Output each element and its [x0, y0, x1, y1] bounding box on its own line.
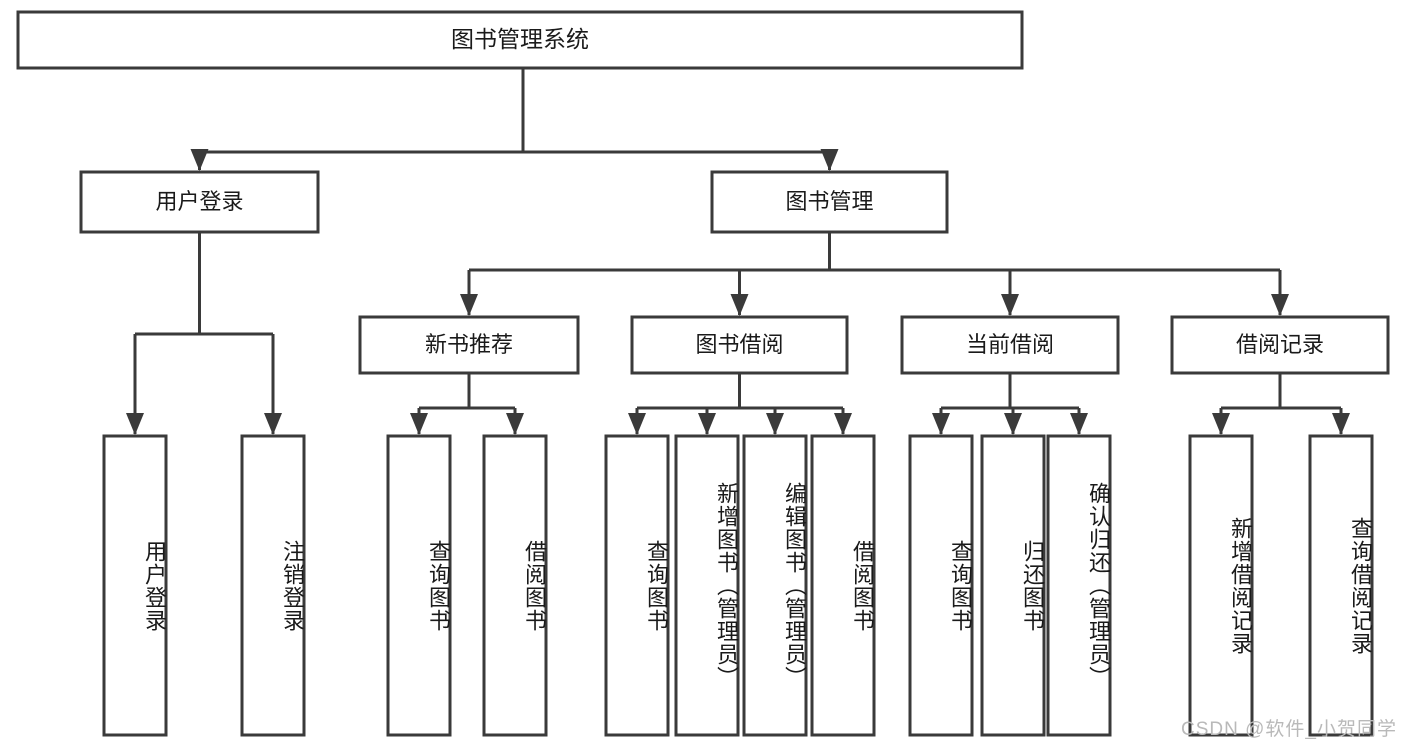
- node-leaf-query-book-cur-label: 查询图书: [948, 539, 973, 632]
- node-root-label: 图书管理系统: [451, 26, 589, 52]
- arrow-head-icon-user-login: [190, 149, 209, 171]
- arrow-head-icon-book-manage: [820, 149, 839, 171]
- arrow-head-icon-leaf-borrow-book: [834, 413, 852, 435]
- node-new-book-rec-box[interactable]: [358, 315, 580, 375]
- arrow-head-icon-leaf-add-record: [1212, 413, 1230, 435]
- node-book-borrow-box[interactable]: [630, 315, 849, 375]
- node-leaf-user-login-label: 用户登录: [142, 539, 167, 632]
- node-leaf-return-book-label: 归还图书: [1020, 539, 1045, 632]
- arrow-head-icon-leaf-borrow-book-rec: [506, 413, 524, 435]
- node-book-manage-box[interactable]: [710, 170, 949, 234]
- node-user-login-label: 用户登录: [155, 189, 243, 214]
- node-borrow-record-box[interactable]: [1170, 315, 1390, 375]
- arrow-head-icon-leaf-query-book-rec: [410, 413, 428, 435]
- node-leaf-edit-book-box[interactable]: [742, 434, 808, 737]
- node-leaf-query-record-box[interactable]: [1308, 434, 1374, 737]
- connector-layer: [126, 68, 1350, 435]
- arrow-head-icon-leaf-user-logout: [264, 413, 282, 435]
- arrow-head-icon-leaf-query-book-bor: [628, 413, 646, 435]
- node-leaf-borrow-book-rec-box[interactable]: [482, 434, 548, 737]
- node-leaf-query-book-bor-box[interactable]: [604, 434, 670, 737]
- node-book-manage-label: 图书管理: [785, 189, 873, 214]
- box-layer: [16, 10, 1390, 737]
- node-new-book-rec-label: 新书推荐: [425, 332, 513, 357]
- arrow-head-icon-borrow-record: [1271, 294, 1289, 316]
- arrow-head-icon-leaf-edit-book: [766, 413, 784, 435]
- arrow-head-icon-leaf-query-book-cur: [932, 413, 950, 435]
- node-leaf-user-logout-label: 注销登录: [280, 539, 305, 632]
- node-leaf-edit-book-label: 编辑图书（管理员）: [782, 482, 807, 689]
- node-leaf-user-logout-box[interactable]: [240, 434, 306, 737]
- node-leaf-return-book-box[interactable]: [980, 434, 1046, 737]
- node-leaf-add-book-label: 新增图书（管理员）: [714, 482, 739, 689]
- node-leaf-confirm-return-label: 确认归还（管理员）: [1086, 482, 1111, 689]
- node-leaf-add-book-box[interactable]: [674, 434, 740, 737]
- arrow-head-icon-current-borrow: [1001, 294, 1019, 316]
- node-current-borrow-label: 当前借阅: [966, 332, 1054, 357]
- node-leaf-query-book-bor-label: 查询图书: [644, 539, 669, 632]
- node-leaf-query-book-rec-box[interactable]: [386, 434, 452, 737]
- node-leaf-query-book-cur-box[interactable]: [908, 434, 974, 737]
- node-leaf-confirm-return-box[interactable]: [1046, 434, 1112, 737]
- node-current-borrow-box[interactable]: [900, 315, 1120, 375]
- node-leaf-add-record-label: 新增借阅记录: [1228, 516, 1253, 655]
- node-leaf-query-book-rec-label: 查询图书: [426, 539, 451, 632]
- arrow-head-icon-leaf-add-book: [698, 413, 716, 435]
- node-leaf-query-record-label: 查询借阅记录: [1348, 516, 1373, 655]
- node-leaf-user-login-box[interactable]: [102, 434, 168, 737]
- node-leaf-borrow-book-label: 借阅图书: [850, 539, 875, 632]
- node-leaf-borrow-book-rec-label: 借阅图书: [522, 539, 547, 632]
- arrow-head-icon-leaf-query-record: [1332, 413, 1350, 435]
- arrow-head-icon-book-borrow: [730, 294, 749, 316]
- node-book-borrow-label: 图书借阅: [695, 332, 783, 357]
- arrow-head-icon-leaf-user-login: [126, 413, 144, 435]
- node-root-box[interactable]: [16, 10, 1024, 70]
- csdn-watermark: CSDN @软件_小贺同学: [1181, 719, 1397, 740]
- arrow-head-icon-new-book-rec: [460, 294, 478, 316]
- node-leaf-borrow-book-box[interactable]: [810, 434, 876, 737]
- arrow-head-icon-leaf-return-book: [1004, 413, 1022, 435]
- arrow-head-icon-leaf-confirm-return: [1070, 413, 1088, 435]
- node-borrow-record-label: 借阅记录: [1236, 332, 1324, 357]
- node-leaf-add-record-box[interactable]: [1188, 434, 1254, 737]
- node-user-login-box[interactable]: [79, 170, 320, 234]
